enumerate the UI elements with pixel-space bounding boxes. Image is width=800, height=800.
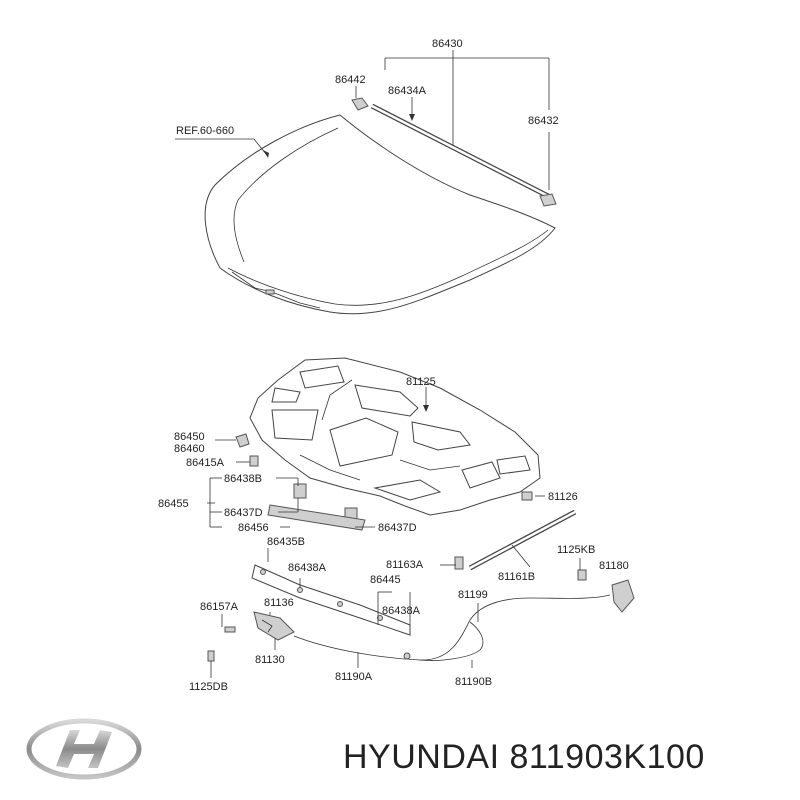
hood-panel (204, 114, 556, 315)
release-cable-81190 (293, 569, 635, 661)
label-86435b: 86435B (267, 536, 305, 548)
hood-lift-strut-81161B (454, 509, 577, 571)
label-81190b: 81190B (455, 676, 492, 688)
label-86456: 86456 (238, 522, 269, 534)
leader-lines-middle (207, 439, 545, 528)
label-81180: 81180 (599, 560, 629, 572)
hyundai-logo-icon (26, 718, 142, 780)
label-86442: 86442 (335, 74, 366, 86)
label-86434a: 86434A (388, 85, 427, 97)
label-86460: 86460 (174, 443, 205, 455)
label-86455: 86455 (158, 498, 189, 510)
label-86445: 86445 (370, 574, 401, 586)
hood-latch-assembly (207, 564, 411, 670)
leader-lines-top (175, 50, 550, 190)
label-1125kb: 1125KB (557, 544, 595, 556)
label-81126: 81126 (548, 491, 578, 503)
label-86157a: 86157A (200, 601, 239, 613)
label-81130: 81130 (255, 654, 285, 666)
label-86432: 86432 (528, 115, 559, 127)
label-81161b: 81161B (498, 571, 535, 583)
fasteners-left (235, 433, 533, 531)
label-1125db: 1125DB (189, 681, 228, 693)
leader-lines-lower (210, 544, 581, 678)
label-86438a-right: 86438A (382, 605, 421, 617)
part-labels: 86430 86442 86434A 86432 REF.60-660 8112… (158, 38, 629, 693)
weatherstrip-86432 (351, 97, 557, 207)
label-81125: 81125 (406, 376, 436, 388)
label-86438b: 86438B (224, 473, 262, 485)
label-81163a: 81163A (386, 559, 424, 571)
label-86430: 86430 (432, 38, 463, 50)
label-81199: 81199 (458, 589, 488, 601)
label-81136: 81136 (264, 597, 294, 609)
hood-insulator-81125 (249, 357, 541, 516)
label-86450: 86450 (174, 431, 205, 443)
label-81190a: 81190A (335, 671, 373, 683)
label-86438a-left: 86438A (288, 562, 327, 574)
label-86415a: 86415A (186, 457, 225, 469)
label-ref-60-660: REF.60-660 (176, 125, 234, 137)
brand-part-number: HYUNDAI 811903K100 (343, 738, 705, 776)
label-86437d-right: 86437D (378, 522, 417, 534)
label-86437d-left: 86437D (224, 507, 263, 519)
